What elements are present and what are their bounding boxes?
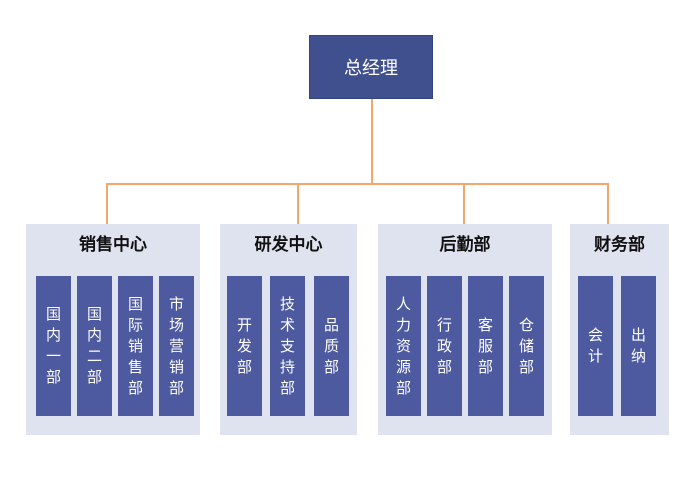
root-label: 总经理 <box>344 58 398 79</box>
group-finance: 财务部 会计 出纳 <box>570 224 669 435</box>
unit-accounting: 会计 <box>578 276 613 416</box>
group-title: 销售中心 <box>79 235 147 255</box>
unit-international-sales: 国际销售部 <box>118 276 153 416</box>
unit-development: 开发部 <box>227 276 262 416</box>
root-vertical-connector <box>371 99 373 184</box>
unit-cashier: 出纳 <box>621 276 656 416</box>
group-connector-1 <box>106 184 108 224</box>
unit-human-resources: 人力资源部 <box>386 276 421 416</box>
root-node: 总经理 <box>309 35 433 99</box>
group-title: 财务部 <box>594 235 645 255</box>
group-connector-2 <box>297 184 299 224</box>
unit-administration: 行政部 <box>427 276 462 416</box>
unit-domestic-1: 国内一部 <box>36 276 71 416</box>
group-logistics: 后勤部 人力资源部 行政部 客服部 仓储部 <box>378 224 552 435</box>
unit-domestic-2: 国内二部 <box>77 276 112 416</box>
group-rd-center: 研发中心 开发部 技术支持部 品质部 <box>220 224 357 435</box>
unit-warehouse: 仓储部 <box>509 276 544 416</box>
unit-quality: 品质部 <box>314 276 349 416</box>
unit-customer-service: 客服部 <box>468 276 503 416</box>
unit-tech-support: 技术支持部 <box>270 276 305 416</box>
group-connector-3 <box>463 184 465 224</box>
group-sales-center: 销售中心 国内一部 国内二部 国际销售部 市场营销部 <box>26 224 200 435</box>
group-title: 研发中心 <box>254 235 323 255</box>
horizontal-connector <box>106 183 609 185</box>
group-connector-4 <box>607 184 609 224</box>
group-title: 后勤部 <box>439 235 491 255</box>
unit-marketing: 市场营销部 <box>159 276 194 416</box>
